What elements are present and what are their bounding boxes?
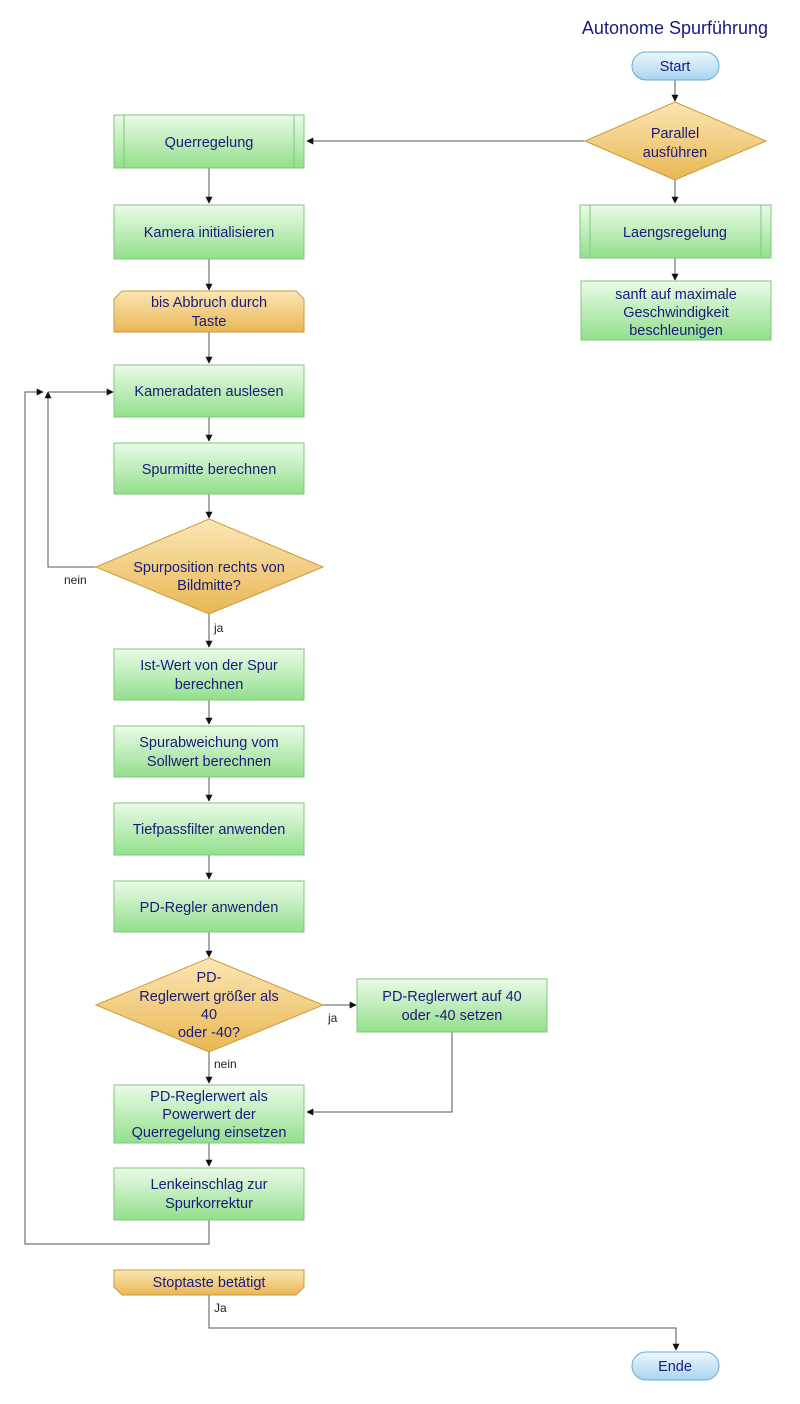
edge-label-ja: Ja [214,1301,227,1315]
loop-start: bis Abbruch durch Taste [113,290,305,333]
decision-spurposition-line1: Spurposition rechts von [133,560,285,576]
process-lenkeinschlag-line2: Spurkorrektur [165,1196,253,1212]
process-pdregler: PD-Regler anwenden [113,880,305,933]
process-beschleunigen-line3: beschleunigen [629,323,723,339]
ende-terminal: Ende [631,1351,720,1381]
decision-parallel: Parallel ausführen [583,101,768,181]
edges [24,80,680,1351]
loop-end: Stoptaste betätigt [113,1269,305,1296]
process-spurabweichung-line1: Spurabweichung vom [139,735,278,751]
process-tiefpass: Tiefpassfilter anwenden [113,802,305,856]
process-istwert-line2: berechnen [175,677,244,693]
decision-pd-line4: oder -40? [178,1025,240,1041]
edge-label-ja: ja [327,1011,338,1025]
process-querregelung: Querregelung [113,114,305,169]
process-kamera-init: Kamera initialisieren [113,204,305,260]
process-istwert: Ist-Wert von der Spur berechnen [113,648,305,701]
process-pd-set-line2: oder -40 setzen [402,1008,503,1024]
process-laengsregelung: Laengsregelung [579,204,772,259]
decision-pd-line3: 40 [201,1007,217,1023]
loop-start-line2: Taste [192,314,227,330]
edge-loop-back [24,388,210,1245]
process-querregelung-label: Querregelung [165,135,254,151]
process-pd-set: PD-Reglerwert auf 40 oder -40 setzen [356,978,548,1033]
process-spurmitte-label: Spurmitte berechnen [142,462,277,478]
process-spurmitte: Spurmitte berechnen [113,442,305,495]
process-kamera-init-label: Kamera initialisieren [144,225,275,241]
process-istwert-line1: Ist-Wert von der Spur [140,658,278,674]
start-terminal: Start [631,51,720,81]
process-beschleunigen: sanft auf maximale Geschwindigkeit besch… [580,280,772,341]
decision-spurposition-line2: Bildmitte? [177,578,241,594]
loop-start-line1: bis Abbruch durch [151,295,267,311]
decision-pd-line2: Reglerwert größer als [139,989,278,1005]
decision-pd-line1: PD- [197,970,222,986]
process-pdregler-label: PD-Regler anwenden [140,900,279,916]
ende-label: Ende [658,1359,692,1375]
process-powerwert-line2: Powerwert der [162,1107,256,1123]
decision-parallel-line2: ausführen [643,145,708,161]
process-kameradaten-label: Kameradaten auslesen [134,384,283,400]
edge-pdset-powerwert [306,1032,453,1116]
process-kameradaten: Kameradaten auslesen [113,364,305,418]
process-beschleunigen-line2: Geschwindigkeit [623,305,729,321]
process-laengsregelung-label: Laengsregelung [623,225,727,241]
diagram-title: Autonome Spurführung [582,18,768,38]
process-spurabweichung: Spurabweichung vom Sollwert berechnen [113,725,305,778]
decision-spurposition: Spurposition rechts von Bildmitte? [94,518,325,615]
process-beschleunigen-line1: sanft auf maximale [615,287,737,303]
process-lenkeinschlag-line1: Lenkeinschlag zur [151,1177,268,1193]
process-tiefpass-label: Tiefpassfilter anwenden [133,822,286,838]
process-powerwert: PD-Reglerwert als Powerwert der Querrege… [113,1084,305,1144]
edge-decision-nein-loop [44,391,96,568]
edge-stop-ende [208,1295,680,1351]
decision-pd: PD- Reglerwert größer als 40 oder -40? [94,957,325,1053]
process-pd-set-line1: PD-Reglerwert auf 40 [382,989,521,1005]
process-powerwert-line1: PD-Reglerwert als [150,1089,268,1105]
process-powerwert-line3: Querregelung einsetzen [132,1125,287,1141]
process-lenkeinschlag: Lenkeinschlag zur Spurkorrektur [113,1167,305,1221]
edge-label-nein: nein [64,573,87,587]
loop-end-label: Stoptaste betätigt [153,1275,266,1291]
start-label: Start [660,59,691,75]
edge-label-ja: ja [213,621,224,635]
edge-label-nein: nein [214,1057,237,1071]
decision-parallel-line1: Parallel [651,126,699,142]
process-spurabweichung-line2: Sollwert berechnen [147,754,271,770]
